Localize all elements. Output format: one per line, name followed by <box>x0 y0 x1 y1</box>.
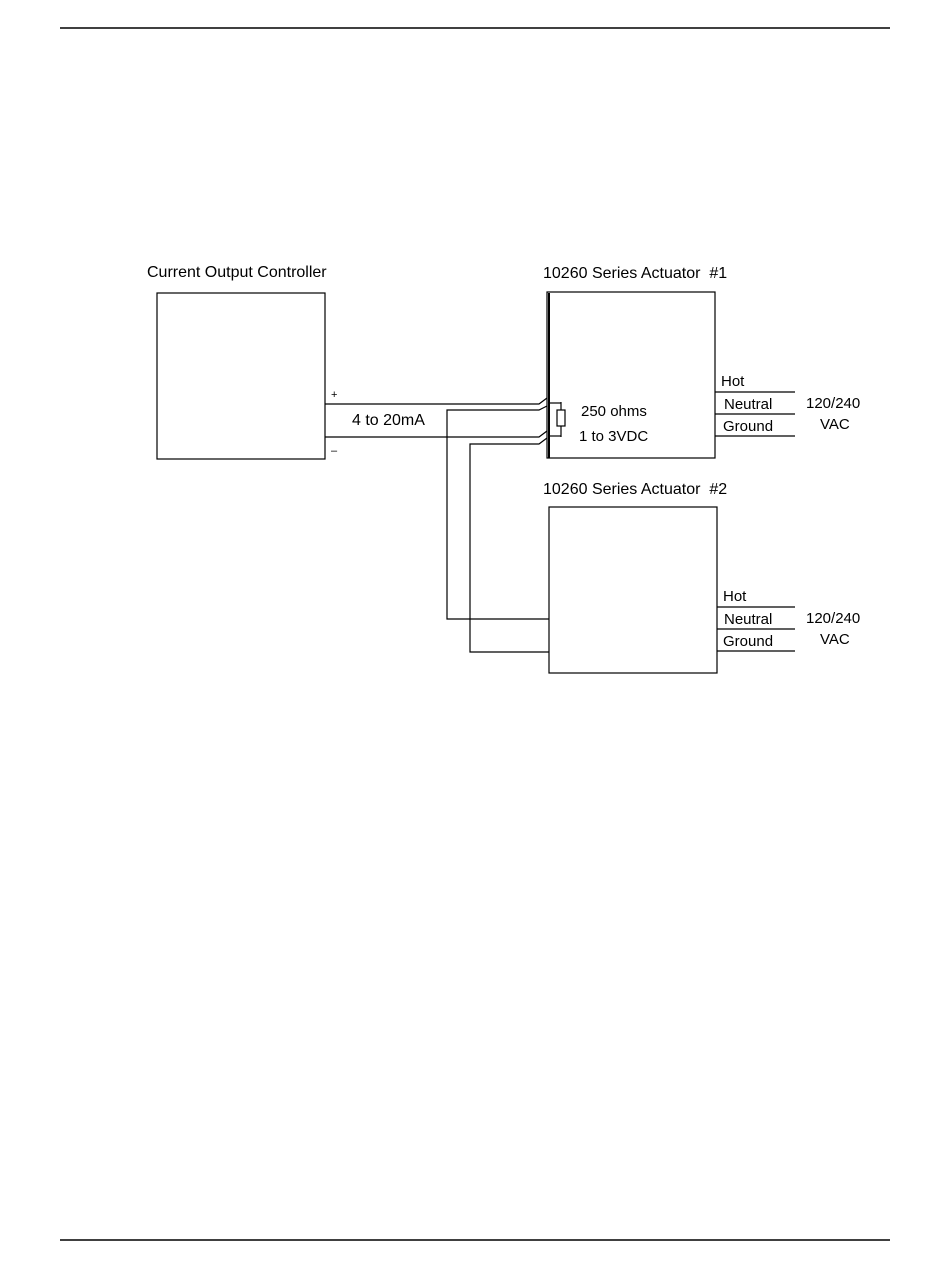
voltage-range: 1 to 3VDC <box>579 428 648 445</box>
minus-signal-wire <box>325 431 547 437</box>
actuator1-supply-type: VAC <box>820 416 850 433</box>
actuator1-supply-voltage: 120/240 <box>806 395 860 412</box>
actuator1-title: 10260 Series Actuator #1 <box>543 265 727 282</box>
controller-title: Current Output Controller <box>147 264 327 281</box>
plus-daisy-chain-wire <box>447 406 549 619</box>
actuator2-ground-label: Ground <box>723 633 773 650</box>
signal-label: 4 to 20mA <box>352 412 425 429</box>
actuator1-hot-label: Hot <box>721 373 745 390</box>
minus-daisy-chain-wire <box>470 438 549 652</box>
actuator2-hot-label: Hot <box>723 588 747 605</box>
actuator2-supply-type: VAC <box>820 631 850 648</box>
actuator2-supply-voltage: 120/240 <box>806 610 860 627</box>
controller-minus-label: – <box>331 445 338 457</box>
actuator2-title: 10260 Series Actuator #2 <box>543 481 727 498</box>
actuator2-box <box>549 507 717 673</box>
controller-plus-label: + <box>331 389 337 401</box>
controller-box <box>157 293 325 459</box>
plus-signal-wire <box>325 398 547 404</box>
actuator2-neutral-label: Neutral <box>724 611 772 628</box>
resistor-value: 250 ohms <box>581 403 647 420</box>
actuator1-neutral-label: Neutral <box>724 396 772 413</box>
actuator1-ground-label: Ground <box>723 418 773 435</box>
resistor-icon <box>557 410 565 426</box>
